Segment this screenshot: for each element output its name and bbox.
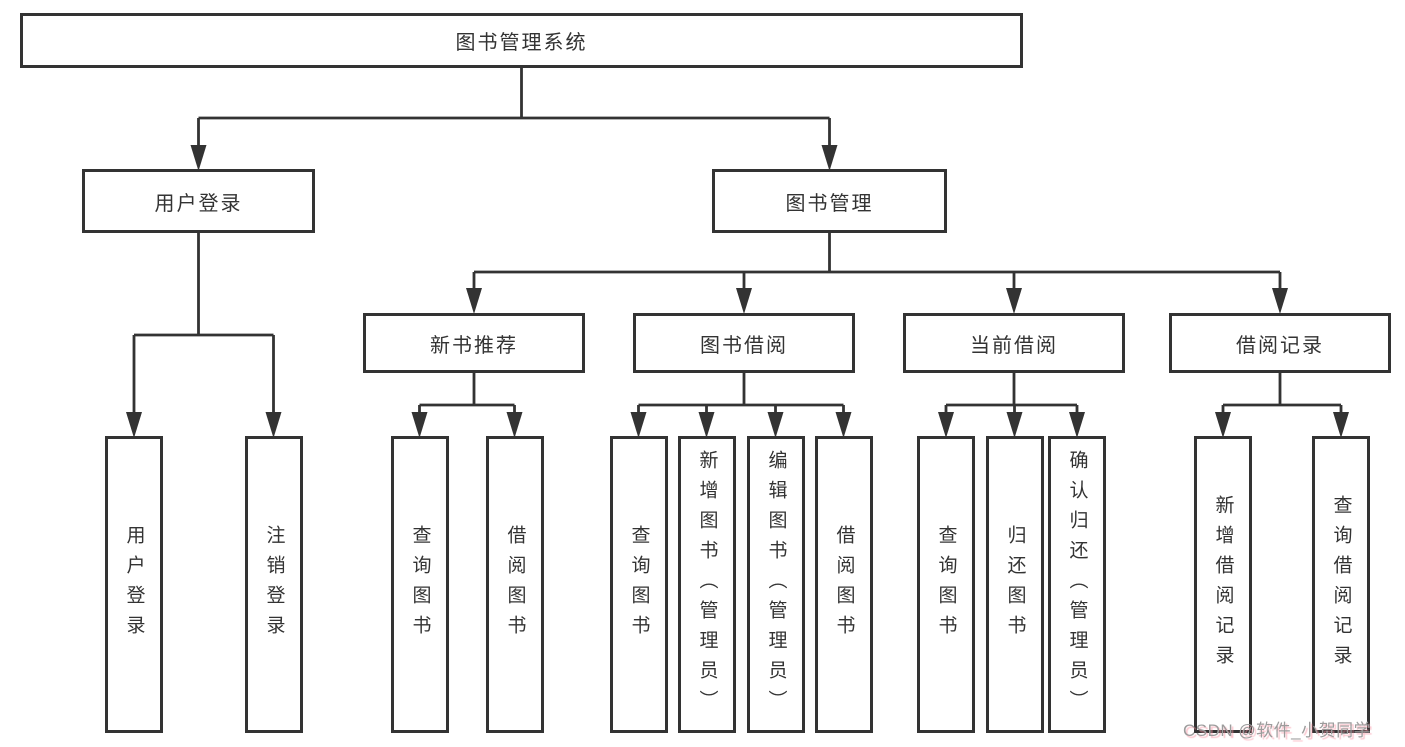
node-book-management: 图书管理 (712, 169, 947, 233)
leaf-user-login: 用户登录 (105, 436, 163, 733)
leaf-query-books-current: 查询图书 (917, 436, 975, 733)
node-book-borrowing: 图书借阅 (633, 313, 855, 373)
node-user-login: 用户登录 (82, 169, 315, 233)
leaf-borrow-books-recommend: 借阅图书 (486, 436, 544, 733)
leaf-query-books-borrow: 查询图书 (610, 436, 668, 733)
leaf-add-borrow-record: 新增借阅记录 (1194, 436, 1252, 733)
leaf-return-books: 归还图书 (986, 436, 1044, 733)
csdn-watermark: CSDN @软件_小贺同学 (1183, 721, 1372, 740)
leaf-borrow-books: 借阅图书 (815, 436, 873, 733)
node-borrowing-records: 借阅记录 (1169, 313, 1391, 373)
leaf-confirm-return-admin: 确认归还（管理员） (1048, 436, 1106, 733)
leaf-edit-books-admin: 编辑图书（管理员） (747, 436, 805, 733)
leaf-add-books-admin: 新增图书（管理员） (678, 436, 736, 733)
node-current-borrowing: 当前借阅 (903, 313, 1125, 373)
leaf-query-books-recommend: 查询图书 (391, 436, 449, 733)
node-root-system: 图书管理系统 (20, 13, 1023, 68)
leaf-query-borrow-record: 查询借阅记录 (1312, 436, 1370, 733)
leaf-logout: 注销登录 (245, 436, 303, 733)
node-new-book-recommend: 新书推荐 (363, 313, 585, 373)
